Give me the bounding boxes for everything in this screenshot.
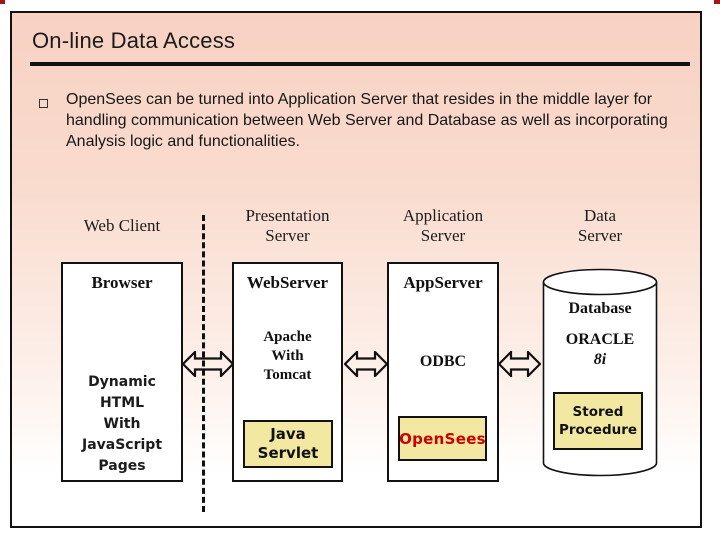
title-underline [30, 62, 690, 66]
bullet-text: OpenSees can be turned into Application … [66, 91, 668, 150]
client-server-dashed-divider [202, 215, 205, 512]
column-header-application-server: Application Server [402, 206, 484, 245]
webserver-box-body: Apache With Tomcat [263, 329, 312, 383]
page-title: On-line Data Access [32, 28, 236, 53]
java-servlet-chip: Java Servlet [243, 420, 333, 468]
double-arrow-icon [497, 349, 542, 379]
oracle-version-label: 8i [593, 351, 607, 368]
oracle-label: ORACLE [565, 331, 635, 348]
database-label: Database [568, 300, 632, 317]
browser-box: Browser Dynamic HTML With JavaScript Pag… [61, 262, 183, 482]
opensees-chip: OpenSees [398, 416, 487, 461]
column-header-data-server: Data Server [577, 206, 623, 245]
corner-mark-left [0, 0, 5, 4]
appserver-box-body: ODBC [419, 353, 467, 370]
column-header-web-client: Web Client [83, 216, 161, 235]
browser-box-title: Browser [91, 273, 153, 292]
database-cylinder: Database ORACLE 8i Stored Procedure [542, 268, 658, 477]
webserver-box-title: WebServer [246, 273, 329, 292]
appserver-box: AppServer ODBC OpenSees [387, 262, 499, 482]
double-arrow-icon [181, 349, 235, 379]
corner-mark-right [714, 0, 720, 4]
bullet-square-icon [39, 99, 48, 108]
column-header-presentation-server: Presentation Server [245, 206, 330, 245]
double-arrow-icon [343, 349, 389, 379]
webserver-box: WebServer Apache With Tomcat Java Servle… [232, 262, 343, 482]
appserver-box-title: AppServer [403, 273, 483, 292]
stored-procedure-chip: Stored Procedure [553, 392, 643, 450]
browser-box-body: Dynamic HTML With JavaScript Pages [81, 374, 163, 474]
slide: On-line Data Access OpenSees can be turn… [10, 11, 702, 528]
